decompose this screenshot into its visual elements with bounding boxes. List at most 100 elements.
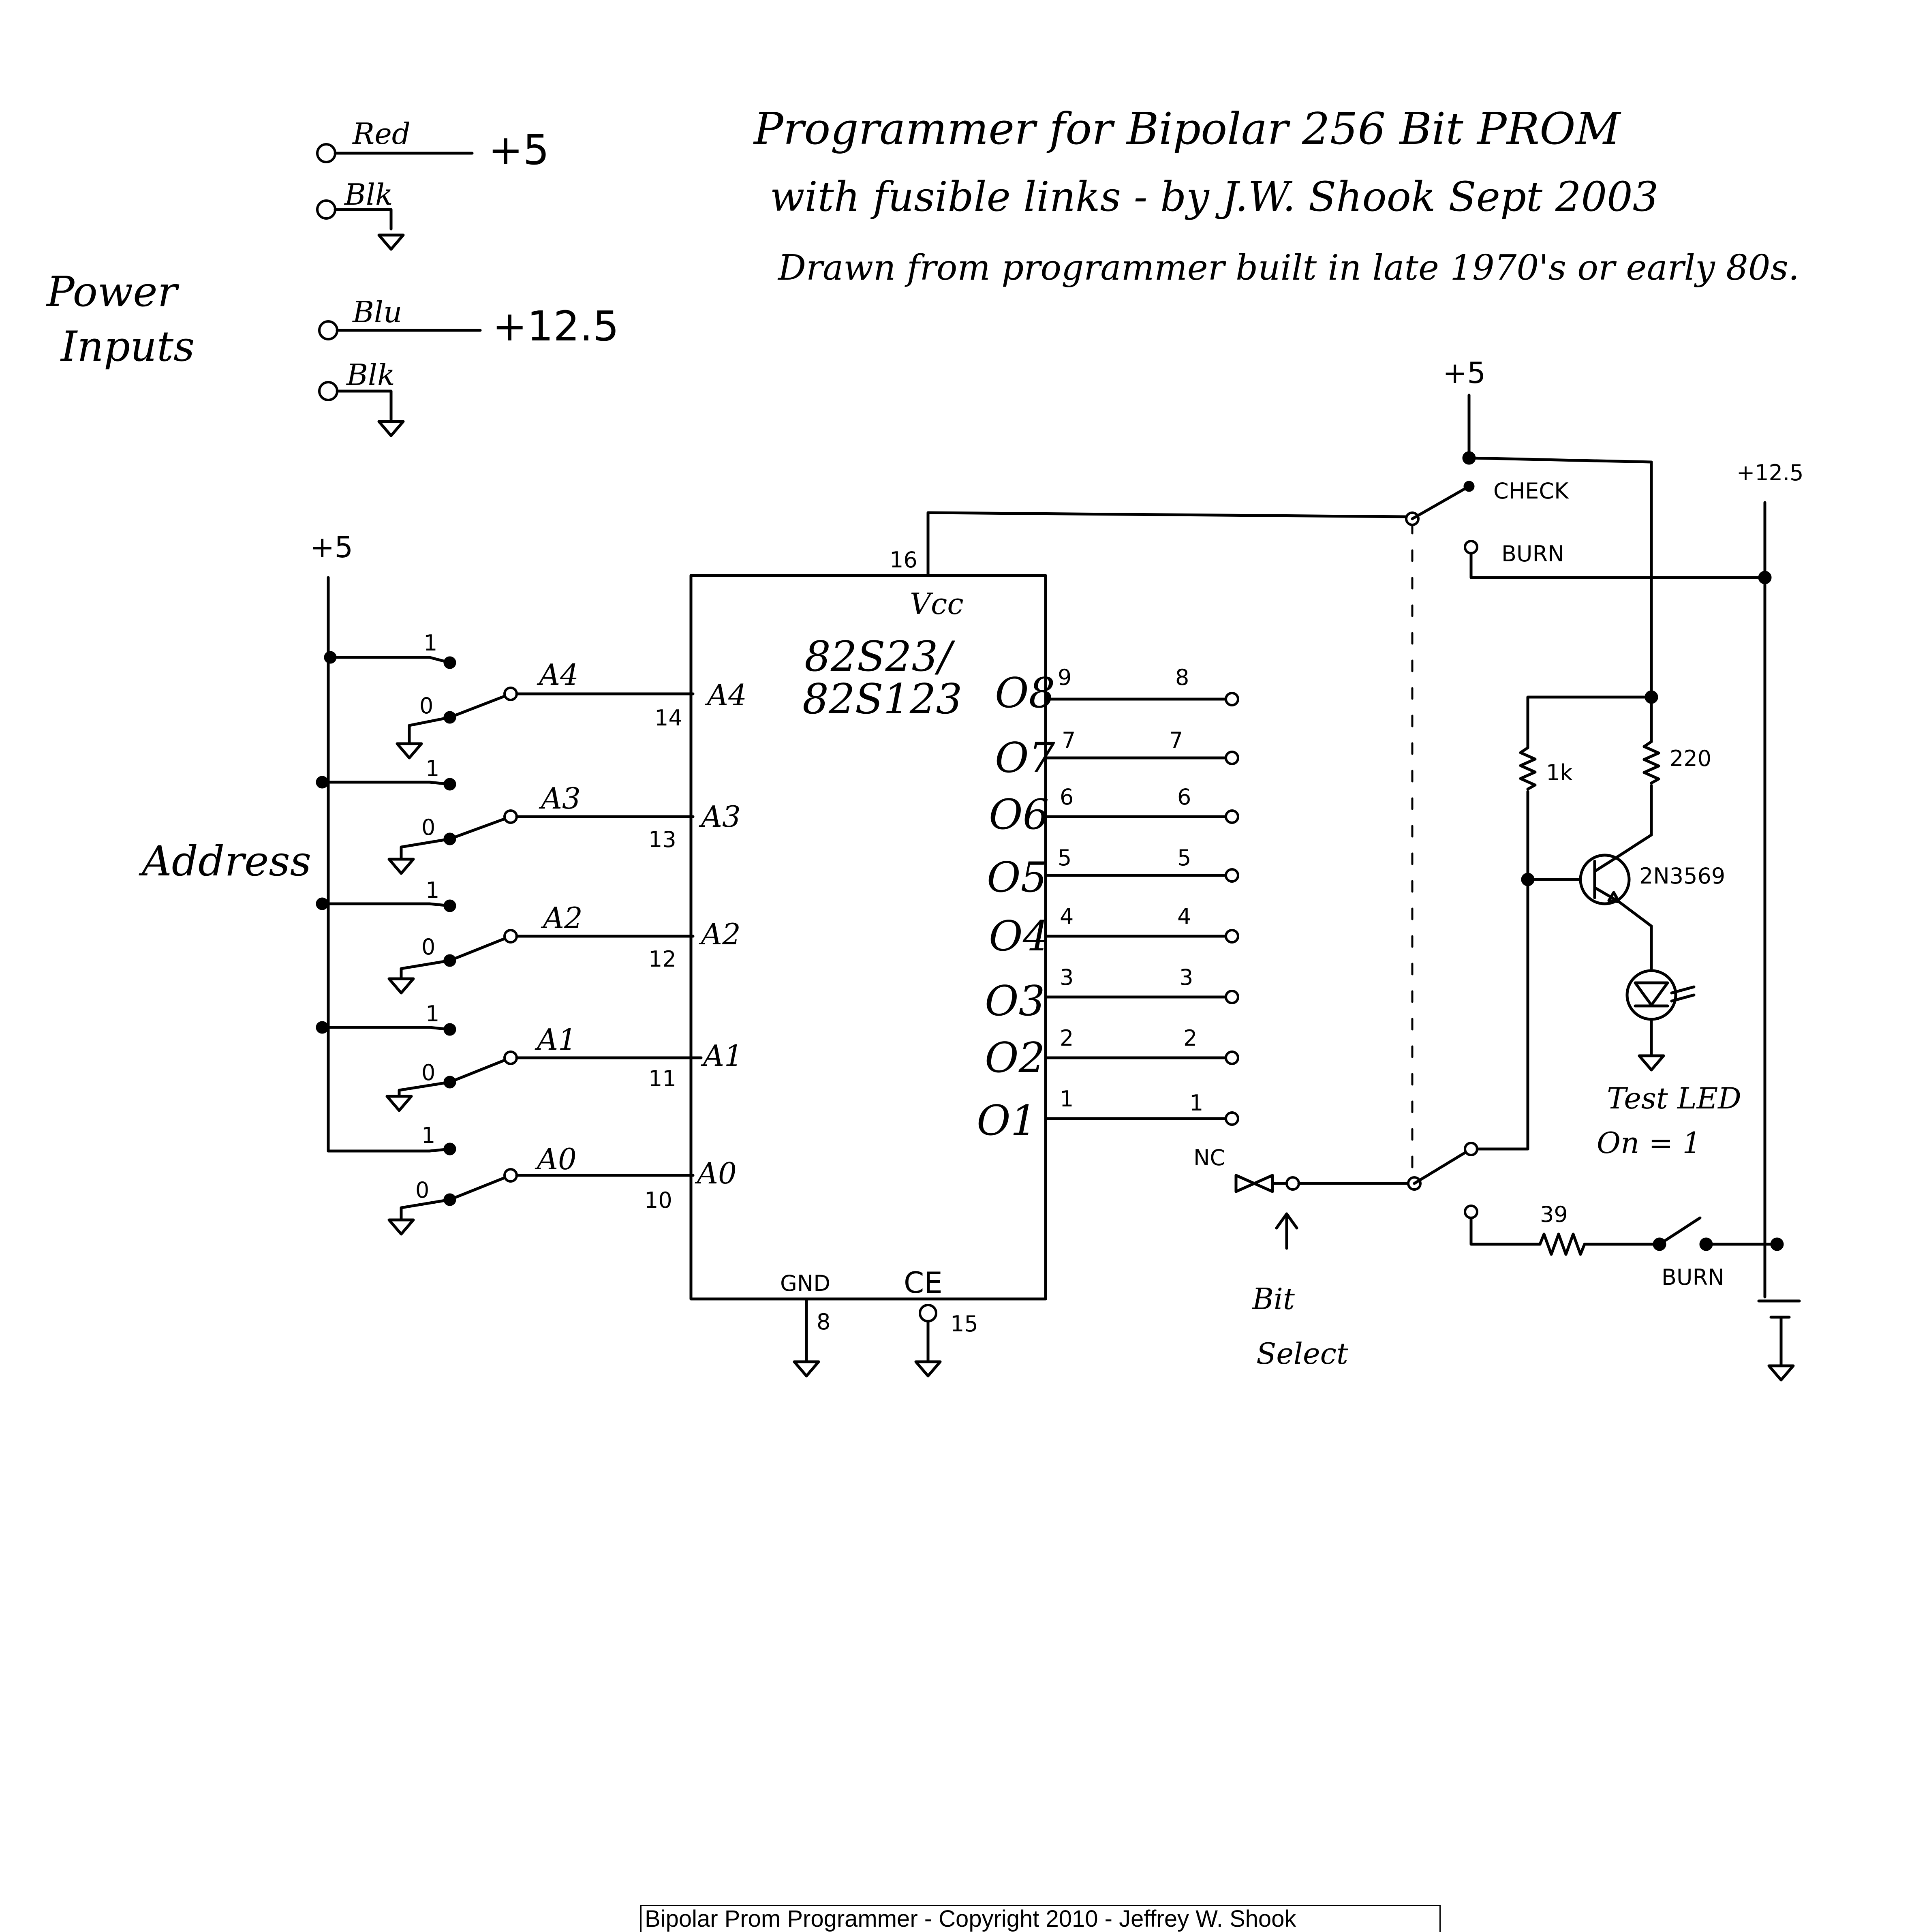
svg-text:1: 1 — [426, 877, 439, 903]
address-switch-a1: 1 0 A1 11 — [316, 1001, 703, 1112]
power-inputs-label-2: Inputs — [60, 323, 195, 371]
output-line-o4: 4 4 — [1044, 904, 1239, 944]
svg-text:0: 0 — [419, 693, 433, 719]
chip-gnd-label: GND — [780, 1271, 830, 1296]
svg-text:A0: A0 — [535, 1142, 577, 1176]
svg-text:6: 6 — [1060, 784, 1074, 810]
output-line-o1: 1 1 — [1044, 1086, 1239, 1126]
red-wire-label: Red — [352, 117, 411, 151]
led-label-2: On = 1 — [1597, 1126, 1701, 1160]
chip-part-line-2: 82S123 — [802, 675, 962, 723]
address-switch-a4: 1 0 A4 14 — [324, 630, 695, 760]
title-line-1: Programmer for Bipolar 256 Bit PROM — [753, 104, 1621, 154]
svg-text:A4: A4 — [537, 658, 579, 692]
bit-select-label-1: Bit — [1251, 1282, 1295, 1316]
burn-button-label: BURN — [1662, 1264, 1724, 1290]
output-line-o2: 2 2 — [1044, 1025, 1239, 1065]
red-terminal — [316, 143, 336, 163]
chip-output-o5: O5 — [987, 854, 1047, 902]
svg-text:11: 11 — [648, 1066, 676, 1091]
blk-terminal-2 — [318, 381, 338, 401]
svg-text:10: 10 — [644, 1187, 672, 1213]
ground-icon — [377, 420, 405, 437]
chip-input-a3: A3 — [699, 800, 741, 834]
blk-terminal-1 — [316, 199, 336, 220]
title-block: Programmer for Bipolar 256 Bit PROM with… — [753, 104, 1799, 288]
svg-text:7: 7 — [1062, 727, 1076, 753]
prom-chip: 82S23/ 82S123 Vcc 16 A4 A3 A2 A1 A0 O8 O… — [689, 547, 1055, 1378]
ground-icon — [793, 1360, 820, 1378]
resistor-39 — [1538, 1232, 1586, 1256]
svg-text:0: 0 — [421, 815, 435, 840]
blk-wire-label-2: Blk — [346, 358, 395, 392]
chip-output-o3: O3 — [985, 977, 1045, 1025]
power-inputs-label-1: Power — [46, 268, 180, 316]
svg-text:A1: A1 — [535, 1023, 577, 1057]
ce-terminal — [919, 1304, 937, 1322]
ground-icon — [387, 977, 415, 995]
address-switch-a0: 1 0 A0 10 — [327, 1123, 695, 1236]
blu-terminal — [318, 320, 338, 340]
svg-text:1: 1 — [423, 630, 437, 656]
svg-text:5: 5 — [1058, 845, 1071, 871]
address-switch-a3: 1 0 A3 13 — [316, 756, 695, 875]
chip-input-a1: A1 — [701, 1039, 743, 1073]
chip-output-o1: O1 — [977, 1097, 1037, 1145]
svg-text:1: 1 — [426, 1001, 439, 1027]
address-supply-label: +5 — [310, 530, 353, 564]
led-label-1: Test LED — [1607, 1081, 1741, 1115]
bit-select-switch: NC Bit Select — [1193, 522, 1422, 1371]
blk-wire-label-1: Blk — [344, 178, 393, 212]
chip-input-a4: A4 — [705, 678, 747, 712]
svg-text:A3: A3 — [539, 781, 581, 815]
svg-text:0: 0 — [421, 1060, 435, 1085]
svg-text:1: 1 — [421, 1123, 435, 1148]
svg-text:4: 4 — [1177, 904, 1191, 929]
chip-ce-label: CE — [904, 1266, 943, 1300]
resistor-39-label: 39 — [1540, 1202, 1568, 1227]
chip-input-a0: A0 — [695, 1156, 737, 1190]
svg-text:4: 4 — [1060, 904, 1074, 929]
svg-text:7: 7 — [1169, 727, 1183, 753]
supply-12-label: +12.5 — [1737, 460, 1803, 486]
output-wires: 9 8 7 7 6 6 5 5 4 4 — [1044, 665, 1239, 1126]
check-label: CHECK — [1493, 478, 1569, 504]
led-light-ray-icon — [1670, 985, 1696, 995]
output-line-o5: 5 5 — [1044, 845, 1239, 883]
resistor-1k — [1519, 746, 1537, 791]
ground-icon — [1638, 1054, 1665, 1072]
led-diode-icon — [1634, 981, 1669, 1007]
ground-icon — [387, 1218, 415, 1236]
address-section: Address +5 1 0 A4 14 1 0 — [139, 530, 703, 1236]
svg-text:3: 3 — [1060, 965, 1074, 990]
ground-icon — [914, 1360, 942, 1378]
svg-text:0: 0 — [421, 934, 435, 960]
supply-5-label: +5 — [1443, 356, 1486, 390]
resistor-220 — [1642, 740, 1660, 785]
output-line-o6: 6 6 — [1044, 784, 1239, 824]
title-line-3: Drawn from programmer built in late 1970… — [777, 248, 1799, 288]
ground-icon — [385, 1095, 413, 1112]
blu-wire-label: Blu — [352, 295, 402, 329]
chip-gnd-pin: 8 — [817, 1309, 830, 1335]
svg-text:1: 1 — [1189, 1090, 1203, 1116]
chip-output-o2: O2 — [985, 1034, 1045, 1082]
chip-output-o4: O4 — [989, 912, 1049, 961]
emitter-arrow-icon — [1607, 891, 1621, 903]
svg-text:5: 5 — [1177, 845, 1191, 871]
burn-position-label: BURN — [1501, 541, 1564, 567]
nc-label: NC — [1193, 1145, 1225, 1170]
svg-text:3: 3 — [1179, 965, 1193, 990]
chip-vcc-label: Vcc — [910, 587, 964, 621]
address-switch-a2: 1 0 A2 12 — [316, 877, 695, 995]
output-line-o7: 7 7 — [1044, 727, 1239, 765]
nc-icon — [1234, 1174, 1274, 1193]
svg-text:2: 2 — [1060, 1025, 1074, 1051]
svg-text:14: 14 — [654, 705, 682, 731]
ground-icon — [387, 858, 415, 875]
svg-text:0: 0 — [415, 1177, 429, 1203]
svg-text:8: 8 — [1175, 665, 1189, 690]
power-inputs: Power Inputs Red +5 Blk Blu +12.5 Blk — [46, 117, 619, 437]
address-label: Address — [139, 837, 311, 886]
